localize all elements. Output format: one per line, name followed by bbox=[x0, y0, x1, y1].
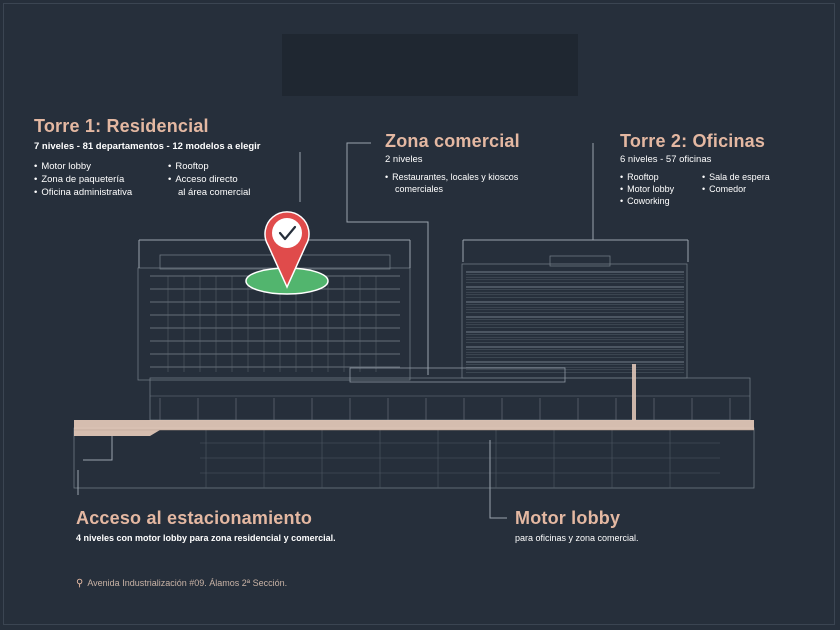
zona-comercial-features: Restaurantes, locales y kioscos comercia… bbox=[385, 171, 518, 195]
list-item: Zona de paquetería bbox=[34, 173, 132, 186]
list-item: Motor lobby bbox=[34, 160, 132, 173]
list-item: Coworking bbox=[620, 195, 674, 207]
list-item: Rooftop bbox=[620, 171, 674, 183]
list-item: Comedor bbox=[702, 183, 770, 195]
torre2-subtitle: 6 niveles - 57 oficinas bbox=[620, 154, 712, 165]
location-pin-icon: ⚲ bbox=[76, 578, 84, 589]
header-dark-panel bbox=[282, 34, 578, 96]
list-item: Rooftop bbox=[168, 160, 250, 173]
leader-zona-comercial bbox=[346, 142, 429, 375]
list-item: Oficina administrativa bbox=[34, 186, 132, 199]
parking-levels bbox=[73, 427, 755, 489]
list-item: Sala de espera bbox=[702, 171, 770, 183]
torre1-features-col1: Motor lobby Zona de paquetería Oficina a… bbox=[34, 160, 132, 199]
acceso-subtitle: 4 niveles con motor lobby para zona resi… bbox=[76, 533, 336, 543]
torre1-features-col2: Rooftop Acceso directo al área comercial bbox=[168, 160, 250, 199]
location-marker bbox=[245, 211, 329, 295]
signage-pylon bbox=[632, 364, 636, 420]
leader-lines bbox=[77, 142, 689, 519]
torre1-subtitle: 7 niveles - 81 departamentos - 12 modelo… bbox=[34, 141, 261, 152]
zona-comercial-subtitle: 2 niveles bbox=[385, 154, 423, 165]
torre2-features-col1: Rooftop Motor lobby Coworking bbox=[620, 171, 674, 207]
commercial-podium bbox=[149, 367, 751, 421]
bracket-torre2 bbox=[462, 239, 689, 262]
motor-lobby-title: Motor lobby bbox=[515, 508, 621, 528]
zona-comercial-title: Zona comercial bbox=[385, 131, 520, 151]
torre2-title: Torre 2: Oficinas bbox=[620, 131, 766, 151]
list-item-continuation: comerciales bbox=[395, 184, 444, 194]
list-item-continuation: al área comercial bbox=[178, 187, 251, 198]
list-item: Motor lobby bbox=[620, 183, 674, 195]
address-text: Avenida Industrialización #09. Álamos 2ª… bbox=[87, 578, 288, 588]
acceso-title: Acceso al estacionamiento bbox=[76, 508, 313, 528]
address: ⚲Avenida Industrialización #09. Álamos 2… bbox=[76, 578, 287, 589]
leader-motor-lobby bbox=[489, 440, 507, 519]
motor-lobby-subtitle: para oficinas y zona comercial. bbox=[515, 533, 639, 543]
torre2-features-col2: Sala de espera Comedor bbox=[702, 171, 770, 195]
leader-acceso bbox=[77, 436, 113, 495]
list-item: Acceso directo bbox=[168, 173, 250, 186]
torre-2-building bbox=[461, 255, 688, 379]
torre1-title: Torre 1: Residencial bbox=[34, 116, 209, 136]
list-item: Restaurantes, locales y kioscos bbox=[385, 171, 518, 183]
ground-slab bbox=[74, 420, 754, 436]
